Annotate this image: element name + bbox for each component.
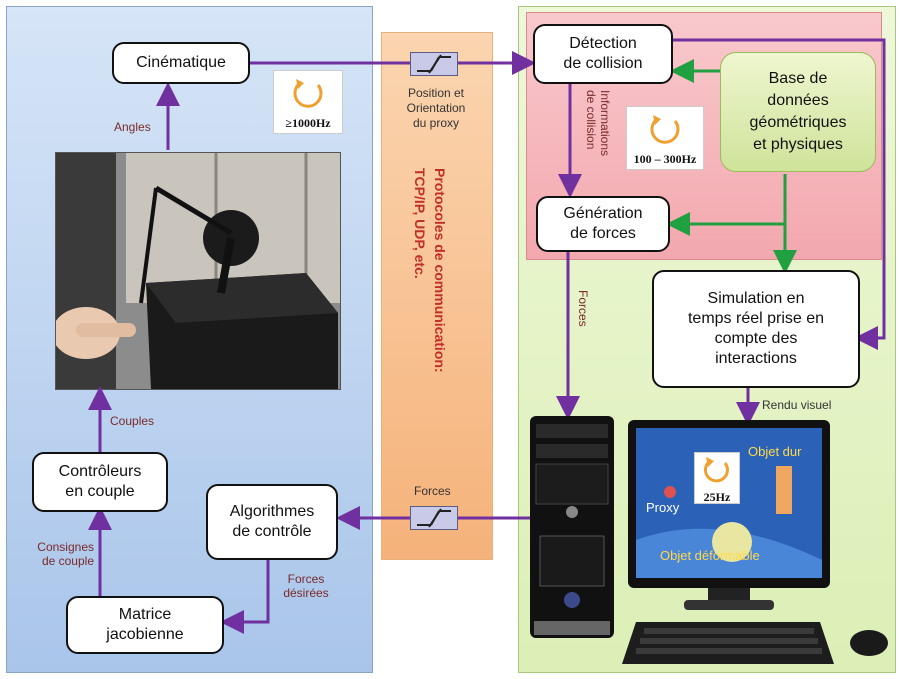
haptic-device-photo [52,152,341,390]
node-cinematique: Cinématique [112,42,250,84]
filter-symbol-top [410,52,458,76]
node-matrice: Matrice jacobienne [66,596,224,654]
refresh-icon [650,115,680,144]
node-base-donnees: Base de données géométriques et physique… [720,52,876,172]
label-forces-mid: Forces [414,484,451,498]
refresh-icon [703,457,729,483]
refresh-badge-screen: 25Hz [694,452,740,504]
label-consignes-couple: Consignes de couple [37,540,94,568]
refresh-badge-right: 100 – 300Hz [626,106,704,170]
node-detection: Détection de collision [533,24,673,84]
filter-symbol-bottom [410,506,458,530]
communication-panel [381,32,493,560]
refresh-badge-left: ≥1000Hz [273,70,343,134]
label-rendu-visuel: Rendu visuel [762,398,832,412]
frequency-right: 100 – 300Hz [633,152,697,166]
monitor [628,420,830,616]
label-proxy: Proxy [646,500,680,515]
frequency-left: ≥1000Hz [285,116,331,130]
label-objet-dur: Objet dur [748,444,802,459]
label-objet-deformable: Objet déformable [660,548,760,563]
label-position-orientation: Position et Orientation du proxy [406,86,466,130]
label-informations-collision: Informations de collision [584,90,612,157]
label-couples: Couples [110,414,155,428]
keyboard [622,622,834,664]
node-simulation: Simulation en temps réel prise en compte… [652,270,860,388]
label-angles: Angles [114,120,151,134]
label-protocoles: Protocoles de communication: TCP/IP, UDP… [412,168,448,373]
label-forces-desirees: Forces désirées [283,572,329,600]
node-generation: Génération de forces [536,196,670,252]
label-forces-vertical: Forces [576,290,590,327]
arrow-base-generation [666,174,787,236]
computer-tower [530,416,614,638]
node-controleurs: Contrôleurs en couple [32,452,168,512]
arrow-algorithmes-matrice [220,560,270,634]
mouse [848,628,890,658]
node-algorithmes: Algorithmes de contrôle [206,484,338,560]
arrow-detection-simulation [672,38,886,350]
frequency-screen: 25Hz [703,490,731,504]
refresh-icon [293,79,323,108]
